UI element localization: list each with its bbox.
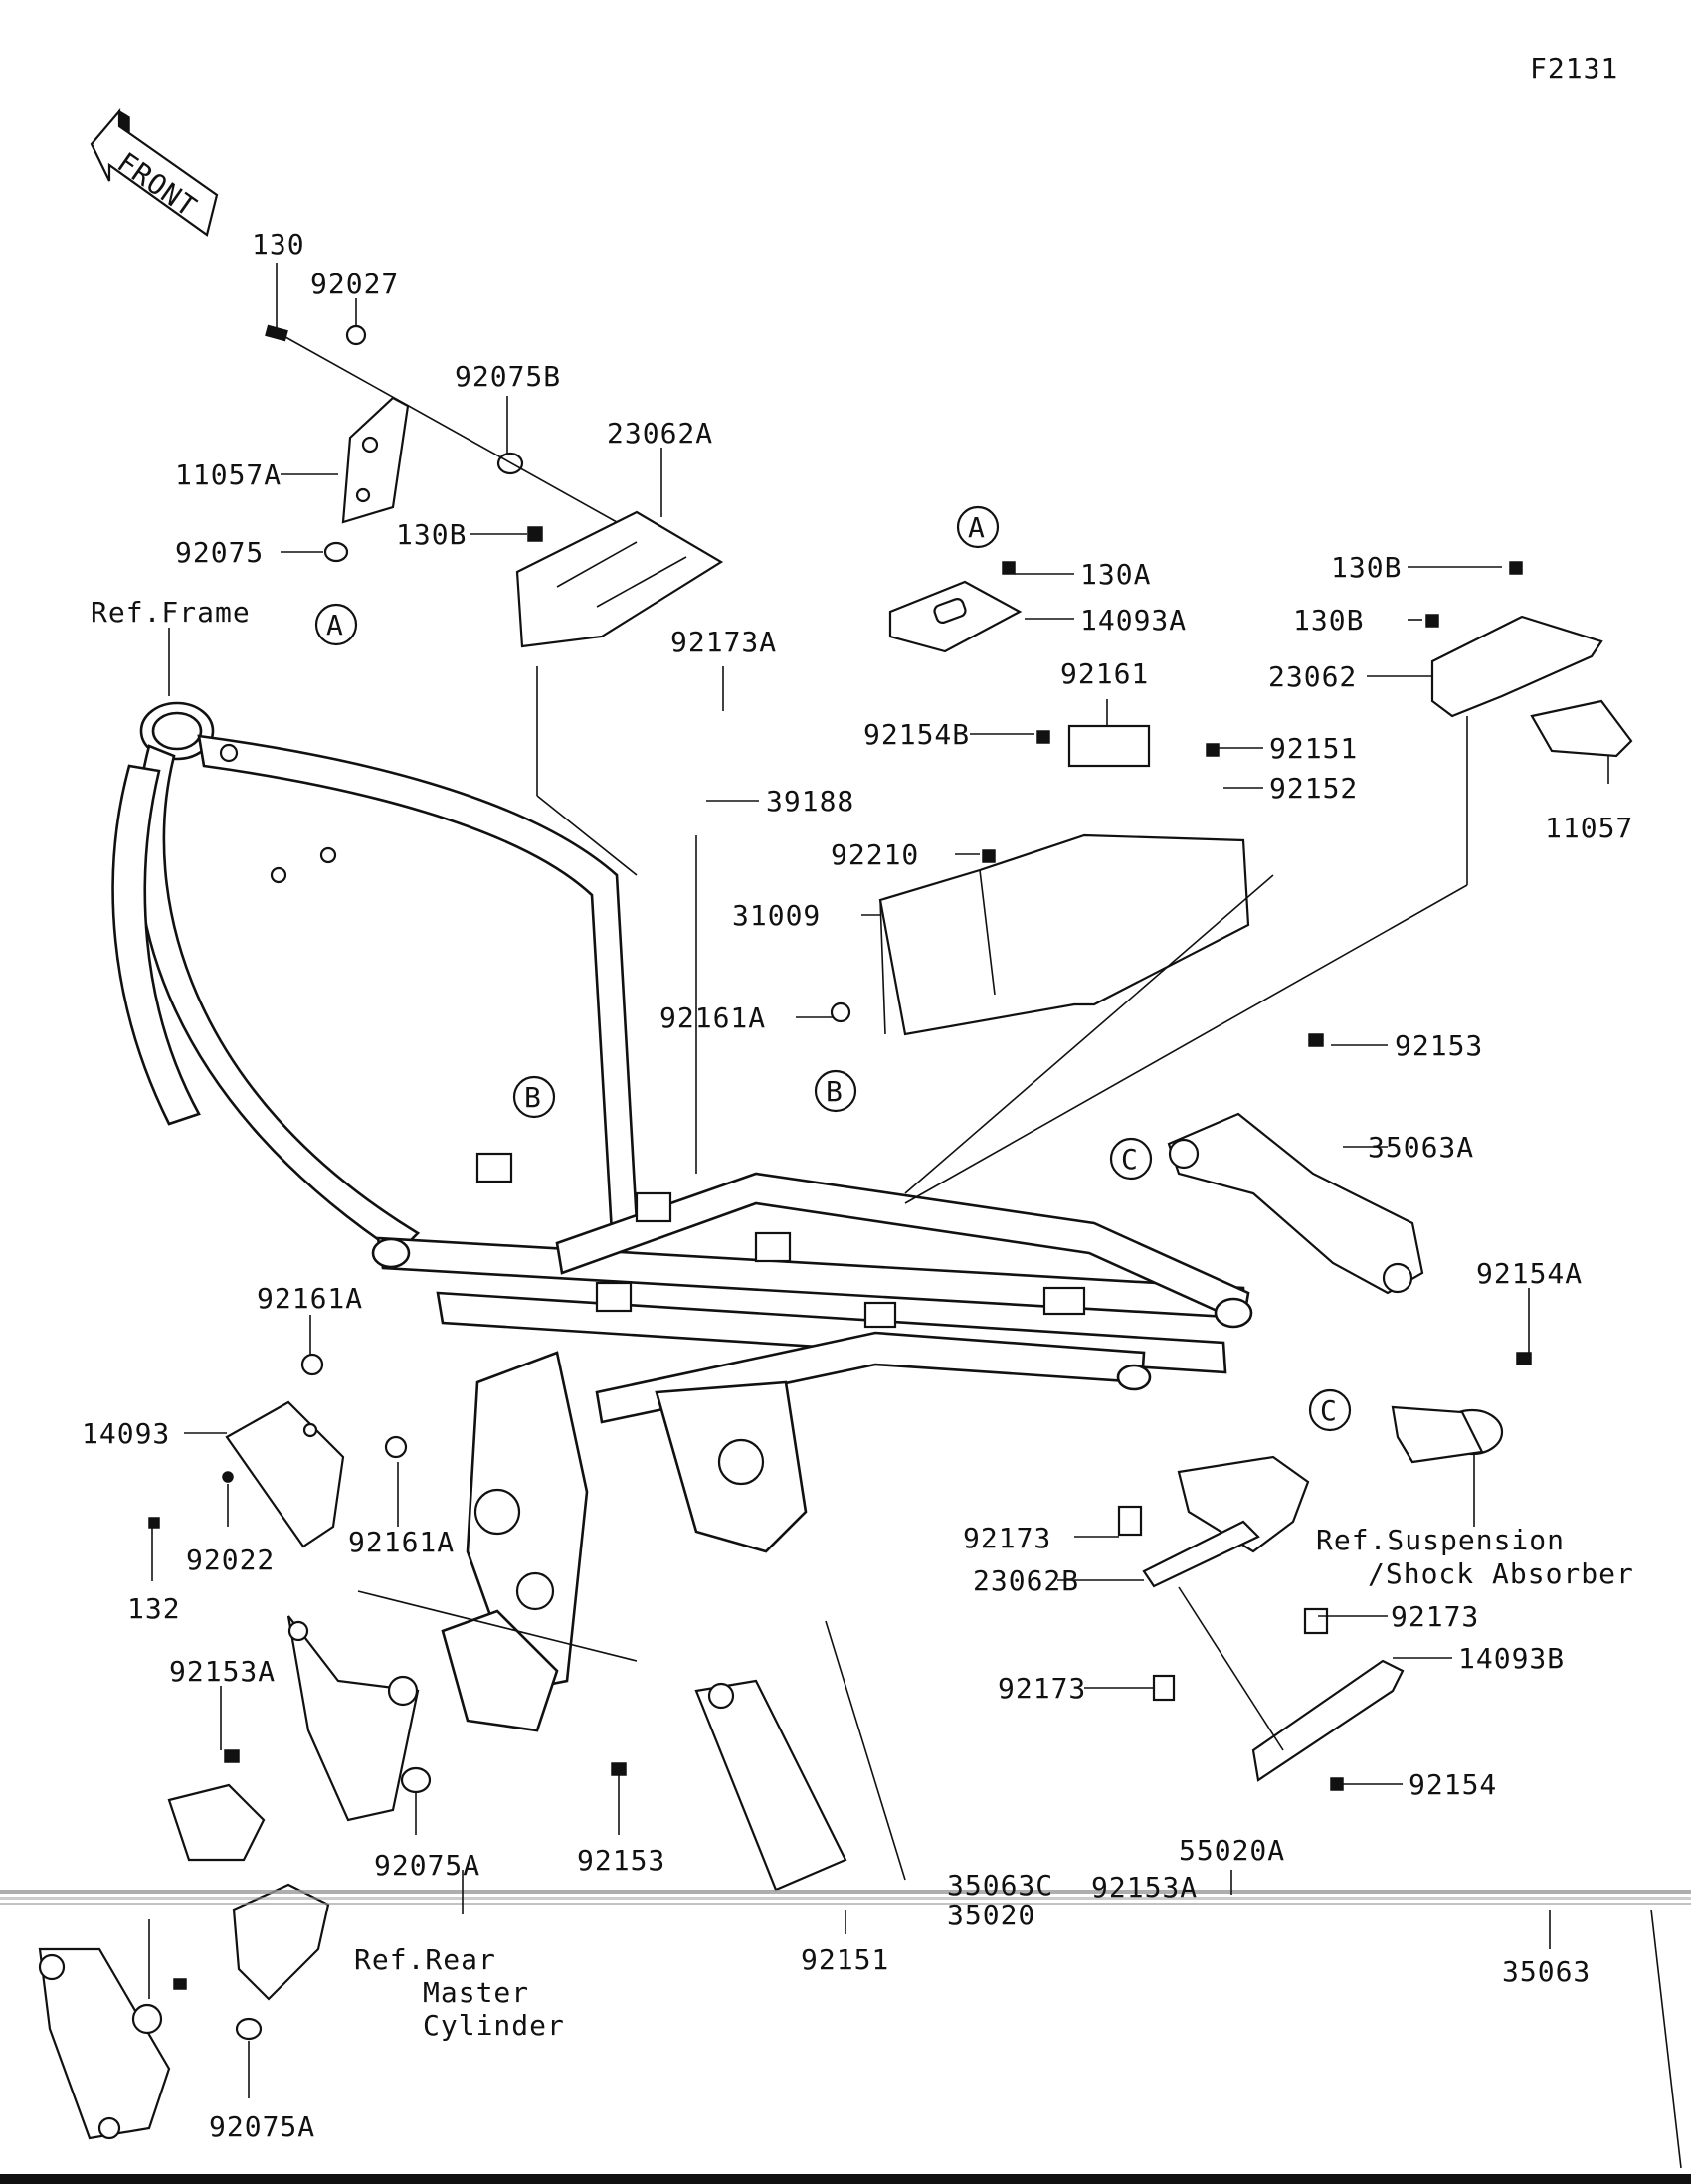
reference-label: /Shock Absorber [1368, 1557, 1634, 1590]
part-label: 130B [396, 518, 467, 551]
battery-case-assembly [830, 561, 1250, 1036]
part-label: 11057A [175, 458, 282, 491]
part-label: 14093A [1080, 604, 1187, 637]
leader-lines [148, 263, 1682, 2169]
callout-b-frame-label: B [524, 1081, 542, 1114]
part-label: 92151 [1269, 732, 1358, 765]
part-label: 130A [1080, 558, 1151, 591]
callout-a-left: A [314, 603, 358, 646]
part-label: 92075A [374, 1849, 480, 1882]
part-label: 92154 [1409, 1768, 1497, 1801]
part-label: 92154B [863, 718, 970, 751]
part-label: 92075A [209, 2110, 315, 2143]
part-label: 92161A [348, 1526, 455, 1558]
part-label: 130 [252, 228, 305, 261]
part-label: 92075 [175, 536, 264, 569]
part-label: 11057 [1545, 812, 1633, 844]
bracket-23062-assembly [1425, 561, 1633, 758]
figure-id: F2131 [1530, 52, 1618, 85]
part-label: 35020 [947, 1899, 1035, 1931]
part-label: 92173 [1391, 1600, 1479, 1633]
footrest-bracket-left [167, 1615, 847, 1892]
part-label: 92173 [998, 1672, 1086, 1705]
part-label: 132 [127, 1592, 181, 1625]
reference-label: Ref.Rear [354, 1943, 496, 1976]
callout-a-top: A [956, 505, 1000, 549]
footrest-bracket-lower [38, 1883, 330, 2140]
side-cover-14093 [148, 1353, 408, 1548]
callout-b-top-label: B [826, 1075, 844, 1108]
part-label: 23062B [973, 1564, 1079, 1597]
main-frame [111, 701, 1253, 1732]
part-label: 92151 [801, 1943, 889, 1976]
part-label: 92075B [455, 360, 561, 393]
callout-c-frame: C [1109, 1137, 1153, 1181]
part-label: 92022 [186, 1544, 275, 1576]
reference-label: Ref.Suspension [1316, 1524, 1565, 1556]
part-label: 92161 [1060, 657, 1149, 690]
part-label: 92153 [577, 1844, 665, 1877]
part-label: 92152 [1269, 772, 1358, 805]
reference-label: Master [423, 1976, 529, 2009]
part-label: 35063C [947, 1869, 1053, 1902]
reference-label: Ref.Frame [91, 596, 251, 629]
part-label: 92161A [659, 1001, 766, 1034]
part-label: 39188 [766, 785, 854, 818]
part-label: 35063A [1368, 1131, 1474, 1164]
callout-b-frame: B [512, 1075, 556, 1119]
part-label: 92210 [831, 838, 919, 871]
callout-c-frame-label: C [1121, 1143, 1139, 1176]
part-label: 23062 [1268, 660, 1357, 693]
bracket-11057a-assembly [265, 324, 618, 563]
part-label: 92173A [670, 626, 777, 658]
part-label: 14093 [82, 1417, 170, 1450]
part-label: 92153 [1395, 1029, 1483, 1062]
part-label: 23062A [607, 417, 713, 450]
part-label: 92173 [963, 1522, 1051, 1554]
bracket-23062a [515, 510, 724, 648]
scan-noise-band [0, 1890, 1691, 1905]
part-label: 31009 [732, 899, 821, 932]
front-arrow-icon: FRONT [90, 108, 219, 237]
part-label: 130B [1331, 551, 1402, 584]
part-label: 92027 [310, 268, 399, 300]
step-bracket-35063a [1167, 1033, 1424, 1295]
callout-c-shock-label: C [1320, 1394, 1338, 1427]
bottom-edge-bar [0, 2174, 1691, 2184]
callout-a-top-label: A [968, 511, 986, 544]
part-label: 55020A [1179, 1834, 1285, 1867]
part-label: 130B [1293, 604, 1364, 637]
part-label: 92153A [169, 1655, 276, 1688]
callout-a-left-label: A [326, 609, 344, 641]
reference-label: Cylinder [423, 2009, 565, 2042]
callout-c-shock: C [1308, 1388, 1352, 1432]
part-label: 92154A [1476, 1257, 1583, 1290]
shock-absorber-bracket [1117, 1352, 1532, 1791]
part-label: 14093B [1458, 1642, 1565, 1675]
part-label: 92161A [257, 1282, 363, 1315]
callout-b-top: B [814, 1069, 857, 1113]
part-labels: 130 92027 92075B 23062A 11057A 130B 9207… [82, 228, 1634, 2143]
part-label: 92153A [1091, 1871, 1198, 1904]
part-label: 35063 [1502, 1955, 1591, 1988]
